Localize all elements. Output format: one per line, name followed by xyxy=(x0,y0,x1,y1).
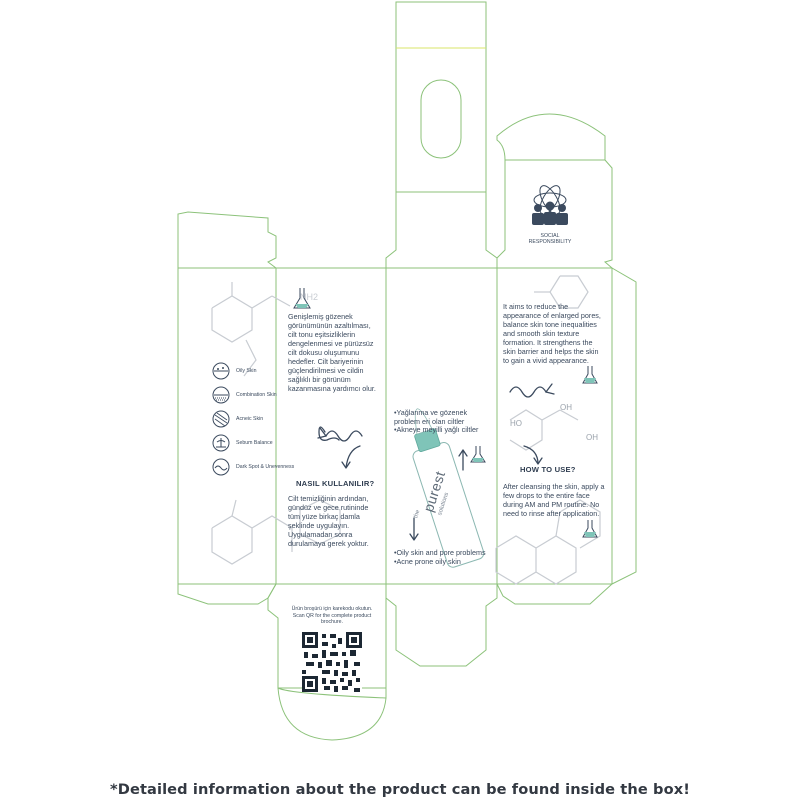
combination-skin-icon xyxy=(212,386,230,404)
social-responsibility-label: SOCIAL RESPONSIBILITY xyxy=(528,233,572,246)
turkish-how-to-text: Cilt temizliğinin ardından, gündüz ve ge… xyxy=(288,494,369,548)
front-bullets-english: •Oily skin and pore problems •Acne prone… xyxy=(394,548,490,566)
acneic-skin-icon xyxy=(212,410,230,428)
molecule-label-oh-right: OH xyxy=(586,433,598,442)
turkish-how-to-heading: NASIL KULLANILIR? xyxy=(296,479,375,488)
front-bullets-turkish: •Yağlanma ve gözenek problem eri olan ci… xyxy=(394,408,490,435)
skin-type-label: Acneic Skin xyxy=(236,415,264,422)
list-item: •Yağlanma ve gözenek problem eri olan ci… xyxy=(394,408,468,426)
qr-text-turkish: Ürün broşürü için karekodu okutun. xyxy=(291,606,373,612)
list-item: •Akneye meyilli yağlı ciltler xyxy=(394,425,479,435)
skin-type-label: Oily Skin xyxy=(236,367,257,374)
brand-small: the xyxy=(413,509,422,519)
qr-code xyxy=(302,632,362,692)
dark-spot-icon xyxy=(212,458,230,476)
molecule-label-oh: OH xyxy=(560,403,572,412)
skin-type-sebum: Sebum Balance xyxy=(212,432,302,454)
skin-type-acneic: Acneic Skin xyxy=(212,408,302,430)
swirl-arrow-turkish xyxy=(318,426,340,441)
qr-text-english: Scan QR for the complete product brochur… xyxy=(292,613,372,626)
swirl-arrow-left xyxy=(317,427,363,442)
list-item: •Acne prone oily skin xyxy=(394,556,461,566)
swirl-arrow-right xyxy=(509,383,555,398)
molecule-label-nh2: NH2 xyxy=(300,292,318,302)
skin-type-label: Sebum Balance xyxy=(236,439,273,446)
sebum-balance-icon xyxy=(212,434,230,452)
arrow-up-front xyxy=(458,449,468,471)
english-how-to-heading: HOW TO USE? xyxy=(520,465,576,474)
molecule-label-ho: HO xyxy=(510,419,522,428)
footer-note: *Detailed information about the product … xyxy=(110,781,690,798)
skin-type-oily: Oily Skin xyxy=(212,360,302,382)
skin-type-label: Dark Spot & Unevenness xyxy=(236,463,295,470)
english-how-to-text: After cleansing the skin, apply a few dr… xyxy=(503,482,605,518)
skin-type-label: Combination Skin xyxy=(236,391,277,398)
curve-arrow-down-right xyxy=(523,445,543,465)
curve-arrow-down-left xyxy=(341,445,361,469)
arrow-down-front xyxy=(409,517,419,541)
english-description: It aims to reduce the appearance of enla… xyxy=(503,302,601,365)
skin-type-dark-spot: Dark Spot & Unevenness xyxy=(212,456,302,478)
oily-skin-icon xyxy=(212,362,230,380)
dropper-bottle-illustration xyxy=(412,408,485,568)
list-item: •Oily skin and pore problems xyxy=(394,548,486,557)
turkish-description: Genişlemiş gözenek görünümünün azaltılma… xyxy=(288,312,376,393)
skin-type-combination: Combination Skin xyxy=(212,384,302,406)
